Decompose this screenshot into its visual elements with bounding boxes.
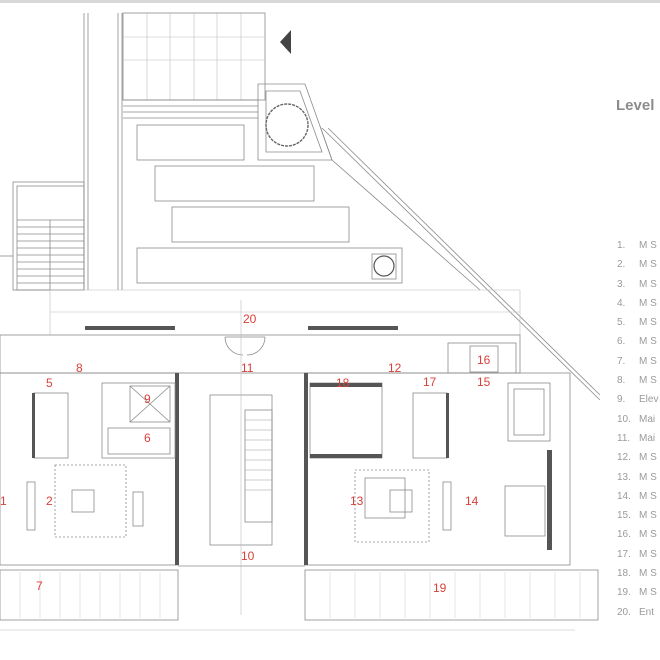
legend-item: 4. M S xyxy=(617,298,658,317)
legend-label: M S xyxy=(639,297,657,309)
legend-item: 2. M S xyxy=(617,259,658,278)
room-labels: 1 2 5 6 7 8 9 10 11 12 13 14 15 16 17 18… xyxy=(0,312,491,595)
terrace-left-slats xyxy=(19,572,161,618)
legend-item: 20. Ent xyxy=(617,607,658,626)
legend-item: 7. M S xyxy=(617,356,658,375)
legend-item: 3. M S xyxy=(617,279,658,298)
legend-label: M S xyxy=(639,490,657,502)
legend-label: M S xyxy=(639,548,657,560)
room-label-11: 11 xyxy=(241,361,254,375)
room-label-12: 12 xyxy=(388,361,402,375)
legend-item: 18. M S xyxy=(617,568,658,587)
room-label-5: 5 xyxy=(46,376,53,390)
room-label-1: 1 xyxy=(0,494,7,508)
legend-label: M S xyxy=(639,471,657,483)
legend-label: M S xyxy=(639,375,657,387)
room-label-18: 18 xyxy=(336,376,350,390)
legend-label: M S xyxy=(639,587,657,599)
room-label-17: 17 xyxy=(423,375,437,389)
room-label-19: 19 xyxy=(433,581,447,595)
legend-label: M S xyxy=(639,317,657,329)
room-label-13: 13 xyxy=(350,494,364,508)
legend-number: 9. xyxy=(617,394,626,406)
legend-number: 18. xyxy=(617,568,631,580)
legend-label: M S xyxy=(639,452,657,464)
legend-item: 16. M S xyxy=(617,529,658,548)
legend-number: 16. xyxy=(617,529,631,541)
legend-number: 19. xyxy=(617,587,631,599)
room-label-10: 10 xyxy=(241,549,255,563)
legend-label: M S xyxy=(639,259,657,271)
room-label-2: 2 xyxy=(46,494,53,508)
room-label-9: 9 xyxy=(144,392,151,406)
legend-number: 15. xyxy=(617,510,631,522)
legend-number: 3. xyxy=(617,278,626,290)
room-label-16: 16 xyxy=(477,353,491,367)
legend-number: 17. xyxy=(617,548,631,560)
legend-item: 10. Mai xyxy=(617,414,658,433)
legend-label: M S xyxy=(639,278,657,290)
legend-item: 9. Elev xyxy=(617,394,658,413)
legend-item: 17. M S xyxy=(617,549,658,568)
room-label-20: 20 xyxy=(243,312,257,326)
room-label-6: 6 xyxy=(144,431,151,445)
tree-icon xyxy=(265,103,309,147)
legend-label: M S xyxy=(639,568,657,580)
legend-number: 10. xyxy=(617,413,631,425)
legend-number: 13. xyxy=(617,471,631,483)
legend-number: 8. xyxy=(617,375,626,387)
level-title: Level xyxy=(616,97,655,114)
room-label-14: 14 xyxy=(465,494,479,508)
legend-item: 19. M S xyxy=(617,587,658,606)
legend-item: 6. M S xyxy=(617,336,658,355)
legend-item: 14. M S xyxy=(617,491,658,510)
floor-plan: 1 2 5 6 7 8 9 10 11 12 13 14 15 16 17 18… xyxy=(0,12,600,631)
legend-label: Mai xyxy=(639,413,656,425)
legend-item: 1. M S xyxy=(617,240,658,259)
stair-left xyxy=(17,219,84,290)
legend-number: 12. xyxy=(617,452,631,464)
legend-number: 1. xyxy=(617,240,626,251)
legend-label: M S xyxy=(639,355,657,367)
legend-label: M S xyxy=(639,240,657,251)
roof-grid xyxy=(122,12,266,119)
legend-label: Mai xyxy=(639,432,656,444)
legend-label: M S xyxy=(639,336,657,348)
legend-number: 14. xyxy=(617,490,631,502)
legend-number: 6. xyxy=(617,336,626,348)
legend-item: 13. M S xyxy=(617,472,658,491)
legend-label: Elev xyxy=(639,394,659,406)
legend-label: M S xyxy=(639,510,657,522)
legend-item: 5. M S xyxy=(617,317,658,336)
legend-item: 11. Mai xyxy=(617,433,658,452)
legend-number: 4. xyxy=(617,297,626,309)
room-label-15: 15 xyxy=(477,375,491,389)
legend-number: 11. xyxy=(617,432,631,444)
top-border xyxy=(0,0,660,3)
north-arrow-icon xyxy=(280,30,291,54)
room-label-7: 7 xyxy=(36,579,43,593)
entrance-tiles xyxy=(49,289,521,335)
legend-item: 15. M S xyxy=(617,510,658,529)
legend-number: 5. xyxy=(617,317,626,329)
legend-number: 7. xyxy=(617,355,626,367)
legend-item: 8. M S xyxy=(617,375,658,394)
room-legend: 1. M S 2. M S 3. M S 4. M S 5. M S 6. M S 7. M S 8. M S… xyxy=(617,240,658,626)
legend-label: Ent xyxy=(639,606,655,618)
legend-number: 2. xyxy=(617,259,626,271)
room-label-8: 8 xyxy=(76,361,83,375)
legend-label: M S xyxy=(639,529,657,541)
legend-item: 12. M S xyxy=(617,452,658,471)
legend-number: 20. xyxy=(617,606,631,618)
